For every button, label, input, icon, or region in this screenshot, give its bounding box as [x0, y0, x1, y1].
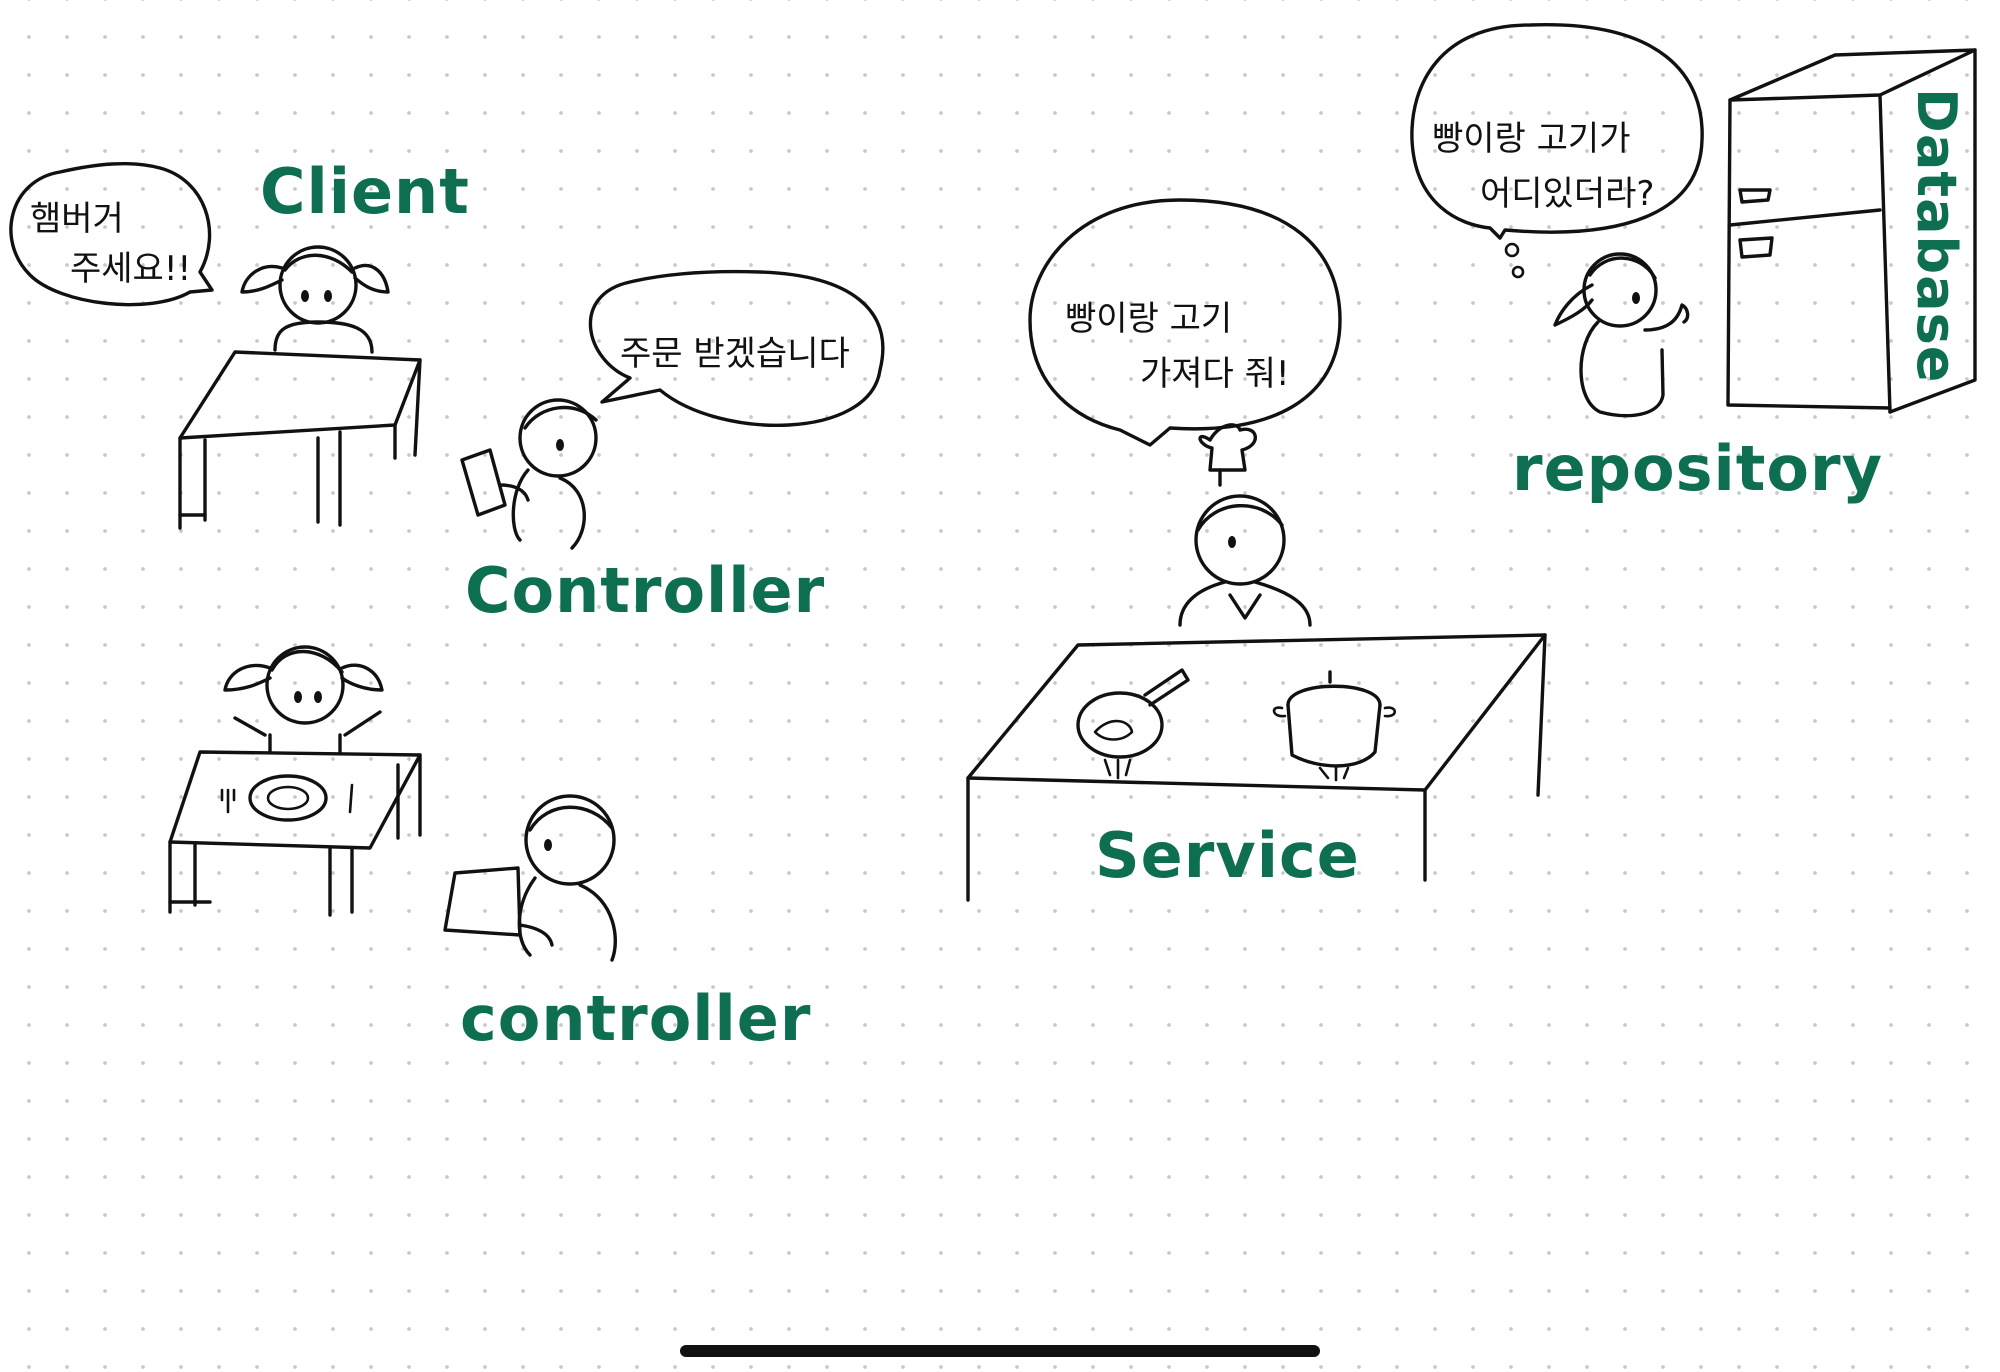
repository-thought-bubble: 빵이랑 고기가 어디있더라? — [1410, 23, 1704, 279]
client-speech-line-1: 햄버거 — [30, 199, 124, 239]
client-eating-figure — [223, 645, 384, 754]
frying-pan-icon — [1076, 668, 1190, 780]
plate-with-food — [220, 774, 354, 822]
database-fridge — [1726, 48, 1977, 414]
home-indicator-bar[interactable] — [680, 1345, 1320, 1357]
client-speech-bubble: 햄버거 주세요!! — [9, 161, 214, 307]
service-label: Service — [1095, 819, 1360, 892]
service-kitchen-table — [966, 633, 1547, 902]
service-speech-bubble: 빵이랑 고기 가져다 줘! — [1028, 198, 1342, 447]
chef-figure — [1178, 423, 1312, 627]
client-girl-figure — [240, 245, 390, 354]
client-eating-table — [168, 750, 422, 917]
repository-speech-line-2: 어디있더라? — [1480, 174, 1654, 214]
database-label: Database — [1905, 88, 1968, 383]
controller-top-label: Controller — [465, 554, 825, 627]
waiter-top-figure — [460, 398, 598, 550]
service-speech-line-2: 가져다 줘! — [1140, 354, 1290, 394]
waiter-bottom-figure — [443, 794, 617, 962]
repository-speech-line-1: 빵이랑 고기가 — [1432, 119, 1631, 159]
repository-label: repository — [1512, 432, 1883, 505]
client-speech-line-2: 주세요!! — [70, 249, 191, 289]
controller-bottom-label: controller — [460, 982, 811, 1055]
client-label: Client — [260, 155, 470, 228]
service-speech-line-1: 빵이랑 고기 — [1065, 299, 1232, 339]
repository-girl-figure — [1553, 252, 1690, 418]
controller-speech-text: 주문 받겠습니다 — [620, 334, 850, 374]
controller-speech-bubble: 주문 받겠습니다 — [588, 269, 885, 427]
client-table — [178, 350, 422, 530]
cooking-pot-icon — [1272, 670, 1396, 782]
